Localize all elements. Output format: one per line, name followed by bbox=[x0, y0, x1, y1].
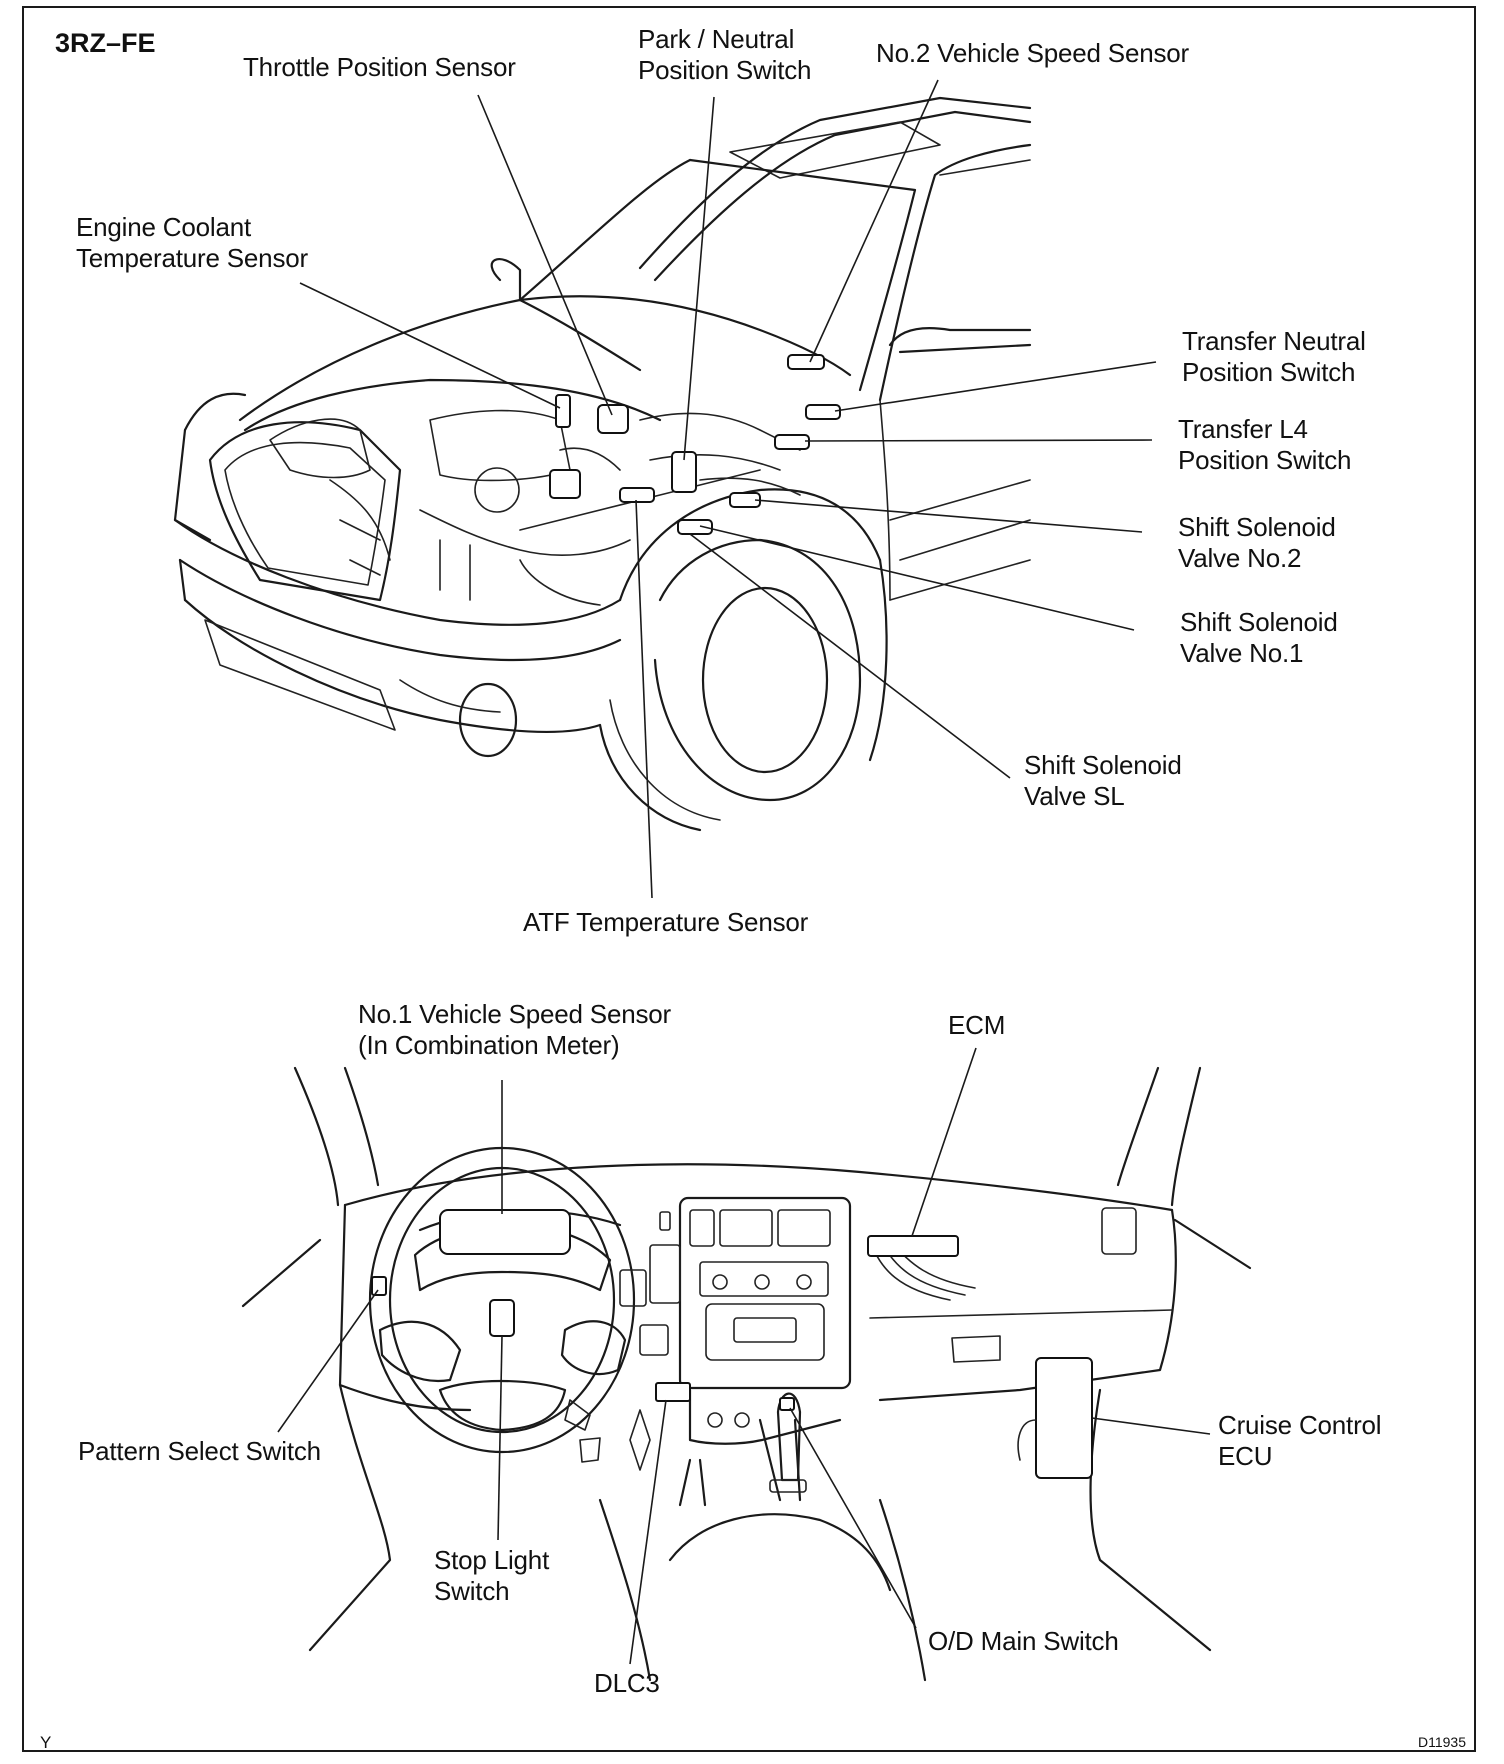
stop-light-switch-part bbox=[489, 1299, 515, 1337]
label-text: No.2 Vehicle Speed Sensor bbox=[876, 38, 1189, 68]
label-text: Shift Solenoid bbox=[1024, 750, 1182, 780]
label-text: DLC3 bbox=[594, 1668, 660, 1698]
label-od-main-switch: O/D Main Switch bbox=[928, 1626, 1119, 1657]
label-text: Valve SL bbox=[1024, 781, 1125, 811]
label-text: Valve No.1 bbox=[1180, 638, 1304, 668]
label-text: Switch bbox=[434, 1576, 510, 1606]
cruise-control-ecu-part bbox=[1035, 1357, 1093, 1479]
label-text: Position Switch bbox=[1178, 445, 1352, 475]
label-text: Position Switch bbox=[638, 55, 812, 85]
label-shift-solenoid-valve-no2: Shift Solenoid Valve No.2 bbox=[1178, 512, 1336, 574]
figure-code: D11935 bbox=[1418, 1734, 1467, 1750]
label-text: Transfer L4 bbox=[1178, 414, 1308, 444]
label-text: Engine Coolant bbox=[76, 212, 251, 242]
label-cruise-control-ecu: Cruise Control ECU bbox=[1218, 1410, 1382, 1472]
label-text: O/D Main Switch bbox=[928, 1626, 1119, 1656]
reservoir-part bbox=[549, 469, 581, 499]
diagram-frame bbox=[22, 6, 1476, 1752]
ecm-part bbox=[867, 1235, 959, 1257]
atf-temperature-sensor-part bbox=[619, 487, 655, 503]
label-shift-solenoid-valve-sl: Shift Solenoid Valve SL bbox=[1024, 750, 1182, 812]
dlc3-part bbox=[655, 1382, 691, 1402]
label-park-neutral-position-switch: Park / Neutral Position Switch bbox=[638, 24, 812, 86]
label-text: Cruise Control bbox=[1218, 1410, 1382, 1440]
corner-mark-left: Y bbox=[40, 1733, 52, 1752]
label-text: Stop Light bbox=[434, 1545, 550, 1575]
label-no1-vehicle-speed-sensor: No.1 Vehicle Speed Sensor (In Combinatio… bbox=[358, 999, 671, 1061]
label-atf-temperature-sensor: ATF Temperature Sensor bbox=[523, 907, 808, 938]
label-ecm: ECM bbox=[948, 1010, 1005, 1041]
label-text: (In Combination Meter) bbox=[358, 1030, 620, 1060]
label-transfer-neutral-position-switch: Transfer Neutral Position Switch bbox=[1182, 326, 1366, 388]
label-text: Pattern Select Switch bbox=[78, 1436, 321, 1466]
transfer-l4-switch-part bbox=[774, 434, 810, 450]
label-text: Throttle Position Sensor bbox=[243, 52, 516, 82]
engine-code: 3RZ–FE bbox=[55, 28, 156, 58]
shift-solenoid-no1-part bbox=[677, 519, 713, 535]
engine-components bbox=[549, 354, 841, 535]
label-text: ECU bbox=[1218, 1441, 1273, 1471]
label-text: Shift Solenoid bbox=[1180, 607, 1338, 637]
label-text: Shift Solenoid bbox=[1178, 512, 1336, 542]
no2-speed-sensor-part bbox=[787, 354, 825, 370]
od-main-switch-part bbox=[779, 1397, 795, 1411]
throttle-position-sensor-part bbox=[597, 404, 629, 434]
label-shift-solenoid-valve-no1: Shift Solenoid Valve No.1 bbox=[1180, 607, 1338, 669]
label-engine-coolant-temperature-sensor: Engine Coolant Temperature Sensor bbox=[76, 212, 308, 274]
vehicle-drawing bbox=[173, 96, 1032, 832]
label-text: ECM bbox=[948, 1010, 1006, 1040]
cabin-components bbox=[371, 1209, 1093, 1479]
label-text: No.1 Vehicle Speed Sensor bbox=[358, 999, 671, 1029]
label-pattern-select-switch: Pattern Select Switch bbox=[78, 1436, 321, 1467]
speed-meter-cluster-part bbox=[439, 1209, 571, 1255]
pattern-select-switch-part bbox=[371, 1276, 387, 1296]
label-text: Valve No.2 bbox=[1178, 543, 1302, 573]
label-text: Transfer Neutral bbox=[1182, 326, 1366, 356]
label-text: Park / Neutral bbox=[638, 24, 795, 54]
top-leader-lines bbox=[299, 79, 1157, 899]
transfer-neutral-switch-part bbox=[805, 404, 841, 420]
engine-coolant-temperature-sensor-part bbox=[555, 394, 571, 428]
label-text: Temperature Sensor bbox=[76, 243, 308, 273]
dashboard-drawing bbox=[241, 1066, 1252, 1682]
label-text: Position Switch bbox=[1182, 357, 1356, 387]
label-text: ATF Temperature Sensor bbox=[523, 907, 809, 937]
label-throttle-position-sensor: Throttle Position Sensor bbox=[243, 52, 516, 83]
label-dlc3: DLC3 bbox=[594, 1668, 660, 1699]
label-stop-light-switch: Stop Light Switch bbox=[434, 1545, 549, 1607]
bottom-leader-lines bbox=[277, 1047, 1211, 1665]
label-no2-vehicle-speed-sensor: No.2 Vehicle Speed Sensor bbox=[876, 38, 1189, 69]
label-transfer-l4-position-switch: Transfer L4 Position Switch bbox=[1178, 414, 1352, 476]
